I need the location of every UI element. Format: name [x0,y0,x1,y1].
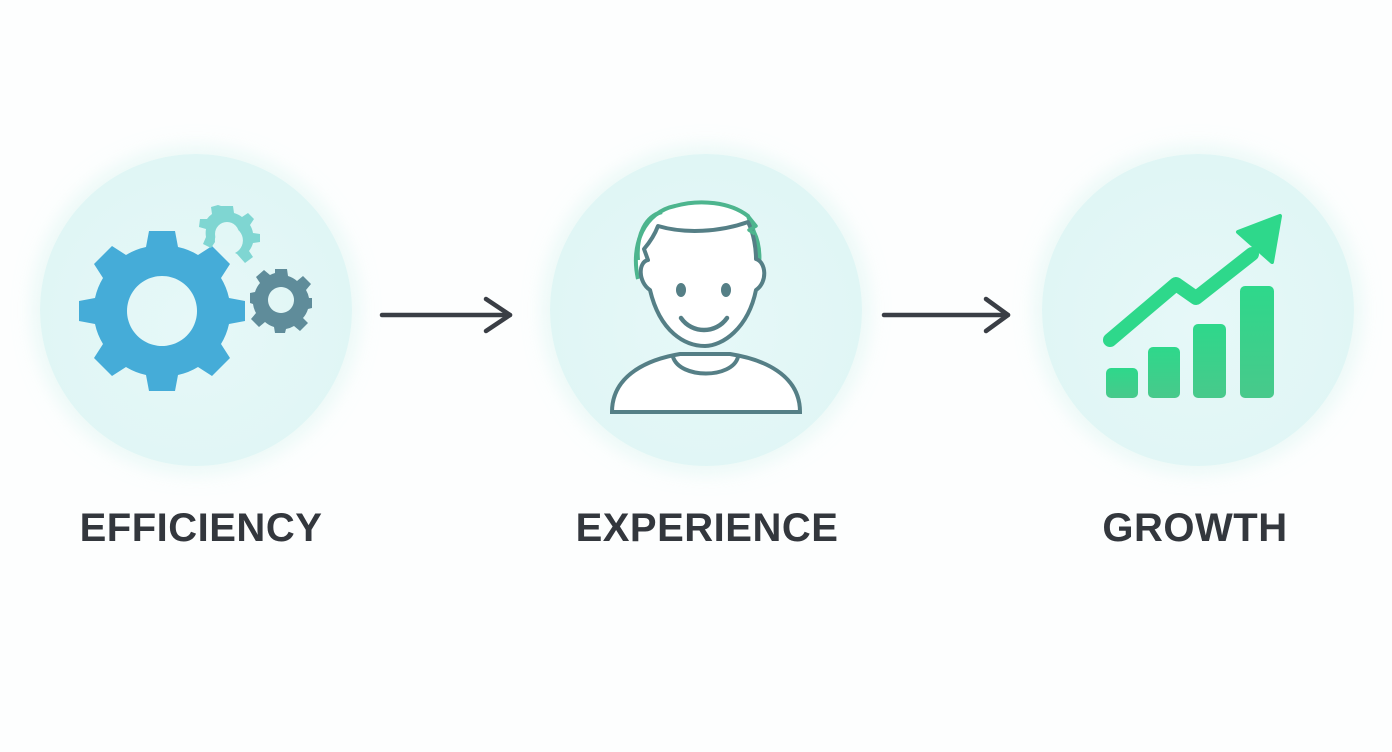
experience-icon-circle [550,154,862,466]
arrow-right-icon [376,293,516,337]
person-smile-icon [609,200,803,414]
step-label-efficiency: EFFICIENCY [79,506,323,550]
gears-icon [79,205,312,391]
step-label-growth: GROWTH [1102,506,1288,550]
growth-chart-icon [1103,214,1282,398]
efficiency-icon-circle [40,154,352,466]
growth-icon-circle [1042,154,1354,466]
arrow-right-icon [878,293,1018,337]
step-label-experience: EXPERIENCE [575,506,839,550]
